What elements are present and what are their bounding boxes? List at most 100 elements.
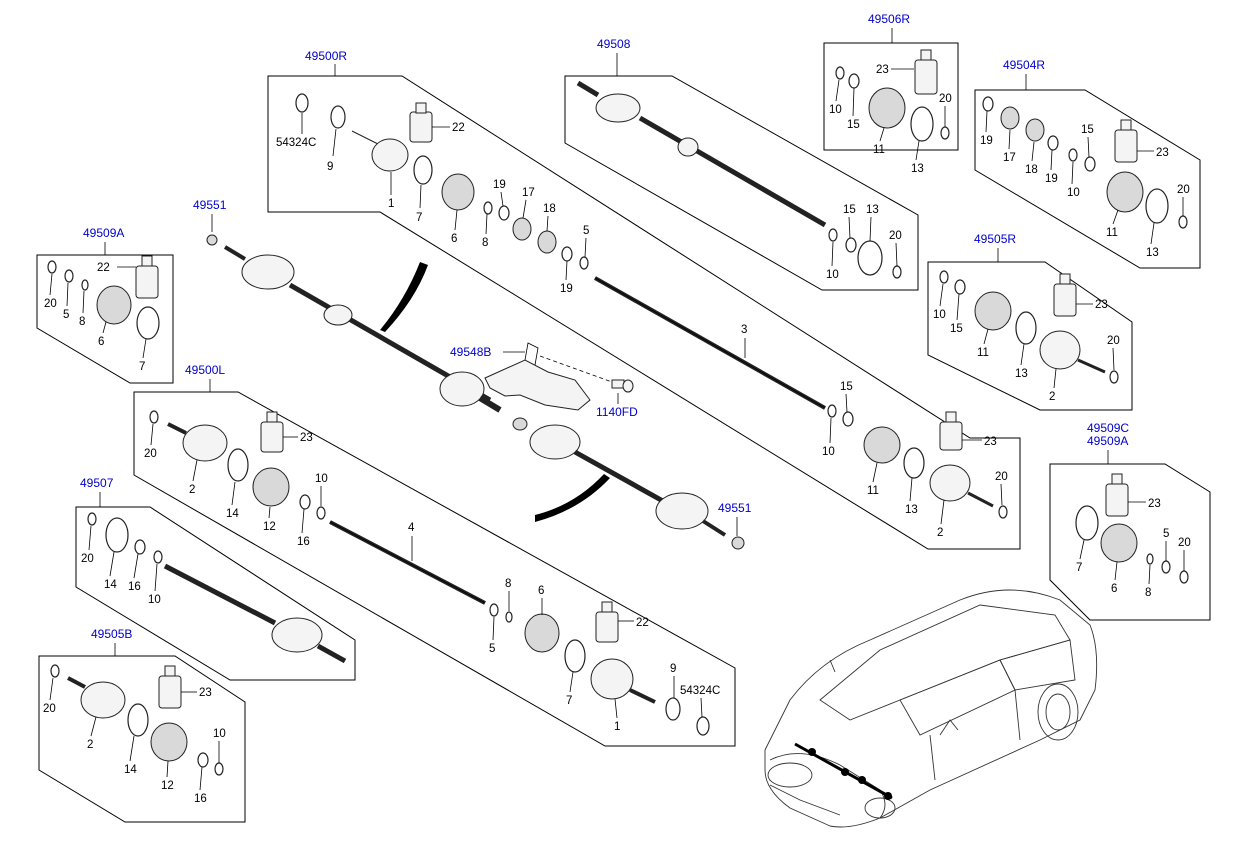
num-19-lower: 19: [560, 283, 573, 295]
num-3: 3: [741, 324, 747, 336]
ring-10-49505R: [939, 270, 949, 284]
num-22-49509A: 22: [97, 262, 110, 274]
label-49507[interactable]: 49507: [80, 476, 114, 490]
label-49551-lower[interactable]: 49551: [718, 501, 752, 515]
num-17-49504R: 17: [1003, 152, 1016, 164]
ring-10-49505B: [214, 762, 224, 776]
clamp-19b: [561, 246, 573, 262]
label-49509A-2[interactable]: 49509A: [1087, 434, 1128, 448]
group-box-49509C: [1049, 463, 1211, 621]
grease-tube-23-49509C: [1105, 473, 1129, 517]
grease-tube-23-49506R: [914, 49, 938, 95]
boot-6: [441, 173, 475, 211]
label-49506R[interactable]: 49506R: [868, 12, 910, 26]
num-23-49504R: 23: [1156, 147, 1169, 159]
num-10-49505R: 10: [933, 309, 946, 321]
circlip-18: [537, 230, 557, 254]
pointer-wedge-lower: [535, 474, 610, 522]
num-7-49500L: 7: [566, 695, 572, 707]
label-49500L[interactable]: 49500L: [185, 363, 225, 377]
label-49508[interactable]: 49508: [597, 37, 631, 51]
num-14-49500L: 14: [226, 508, 239, 520]
ring-10-49504R: [1068, 148, 1078, 162]
num-6-49509A: 6: [98, 336, 104, 348]
shaft-3: [594, 276, 826, 410]
spider-17-49504R: [1000, 106, 1020, 130]
band-13-49505R: [1015, 311, 1037, 345]
label-1140FD[interactable]: 1140FD: [596, 405, 638, 419]
clamp-16-49500L: [299, 494, 311, 510]
boot-11-49505R: [974, 291, 1012, 331]
ring-5-49509C: [1161, 560, 1171, 574]
clamp-15-49504R: [1084, 156, 1096, 172]
band-7-49509C: [1075, 505, 1099, 541]
num-10-49505B: 10: [213, 728, 226, 740]
grease-tube-23-49505R: [1053, 273, 1077, 317]
group-box-49506R: [823, 42, 959, 151]
drive-shaft-49508: [576, 80, 827, 228]
label-49505R[interactable]: 49505R: [974, 232, 1016, 246]
band-13-49506R: [910, 106, 934, 142]
num-6: 6: [451, 233, 457, 245]
num-16-49500L: 16: [297, 536, 310, 548]
ring-10-49506R: [835, 66, 845, 80]
num-15-49506R: 15: [847, 119, 860, 131]
num-13-49506R: 13: [911, 163, 924, 175]
ring-20-49504R: [1178, 215, 1188, 229]
band-7: [413, 155, 433, 185]
ring-20-49500L: [149, 410, 159, 424]
ring-10-49508: [828, 228, 838, 242]
label-49500R[interactable]: 49500R: [305, 49, 347, 63]
grease-tube-23: [939, 411, 963, 451]
drive-shaft-upper: [223, 245, 502, 413]
num-13: 13: [905, 504, 918, 516]
label-49509A[interactable]: 49509A: [83, 226, 124, 240]
num-8-49509A: 8: [79, 316, 85, 328]
ring-20-49509A: [47, 260, 57, 274]
grease-tube-23-49505B: [158, 665, 182, 709]
label-49548B[interactable]: 49548B: [450, 345, 491, 359]
clamp-8-49509C: [1146, 553, 1154, 565]
grease-tube-23-49504R: [1114, 119, 1138, 163]
ring-10-49507: [153, 550, 163, 564]
ring-10-49500L: [316, 506, 326, 520]
num-15-49505R: 15: [950, 323, 963, 335]
num-17: 17: [522, 187, 535, 199]
label-49509C[interactable]: 49509C: [1087, 421, 1129, 435]
num-16-49505B: 16: [194, 793, 207, 805]
clamp-19-49504R: [982, 96, 994, 112]
ring-54324C: [295, 93, 309, 113]
group-box-49500R: [267, 75, 1021, 550]
num-10-49508: 10: [826, 269, 839, 281]
num-20-49508: 20: [889, 230, 902, 242]
spider-17: [512, 217, 532, 241]
num-6-49500L: 6: [538, 585, 544, 597]
clamp-19: [498, 205, 510, 221]
label-49505B[interactable]: 49505B: [91, 627, 132, 641]
group-box-49505R: [927, 261, 1133, 411]
car-illustration: [764, 589, 1098, 828]
clamp-8: [483, 201, 493, 215]
boot-11-49506R: [868, 87, 906, 129]
num-5: 5: [583, 225, 589, 237]
clamp-15-49506R: [848, 73, 860, 89]
num-7-49509C: 7: [1076, 562, 1082, 574]
band-13-49508: [857, 240, 883, 276]
ring-54324C-49500L: [696, 716, 710, 736]
label-49551-upper[interactable]: 49551: [193, 198, 227, 212]
num-23-49505R: 23: [1095, 299, 1108, 311]
group-box-49509A: [36, 254, 174, 384]
num-5-49509A: 5: [63, 309, 69, 321]
label-49504R[interactable]: 49504R: [1003, 58, 1045, 72]
num-15-49508: 15: [843, 204, 856, 216]
num-14-49507: 14: [104, 579, 117, 591]
group-box-49508: [564, 75, 919, 291]
group-box-49500L: [133, 391, 736, 747]
num-11-49506R: 11: [873, 144, 885, 156]
num-23-49506R: 23: [876, 64, 889, 76]
num-23-49500L: 23: [300, 432, 313, 444]
num-6-49509C: 6: [1111, 583, 1117, 595]
num-23-49509C: 23: [1148, 498, 1161, 510]
clamp-8-49500L: [505, 611, 513, 623]
